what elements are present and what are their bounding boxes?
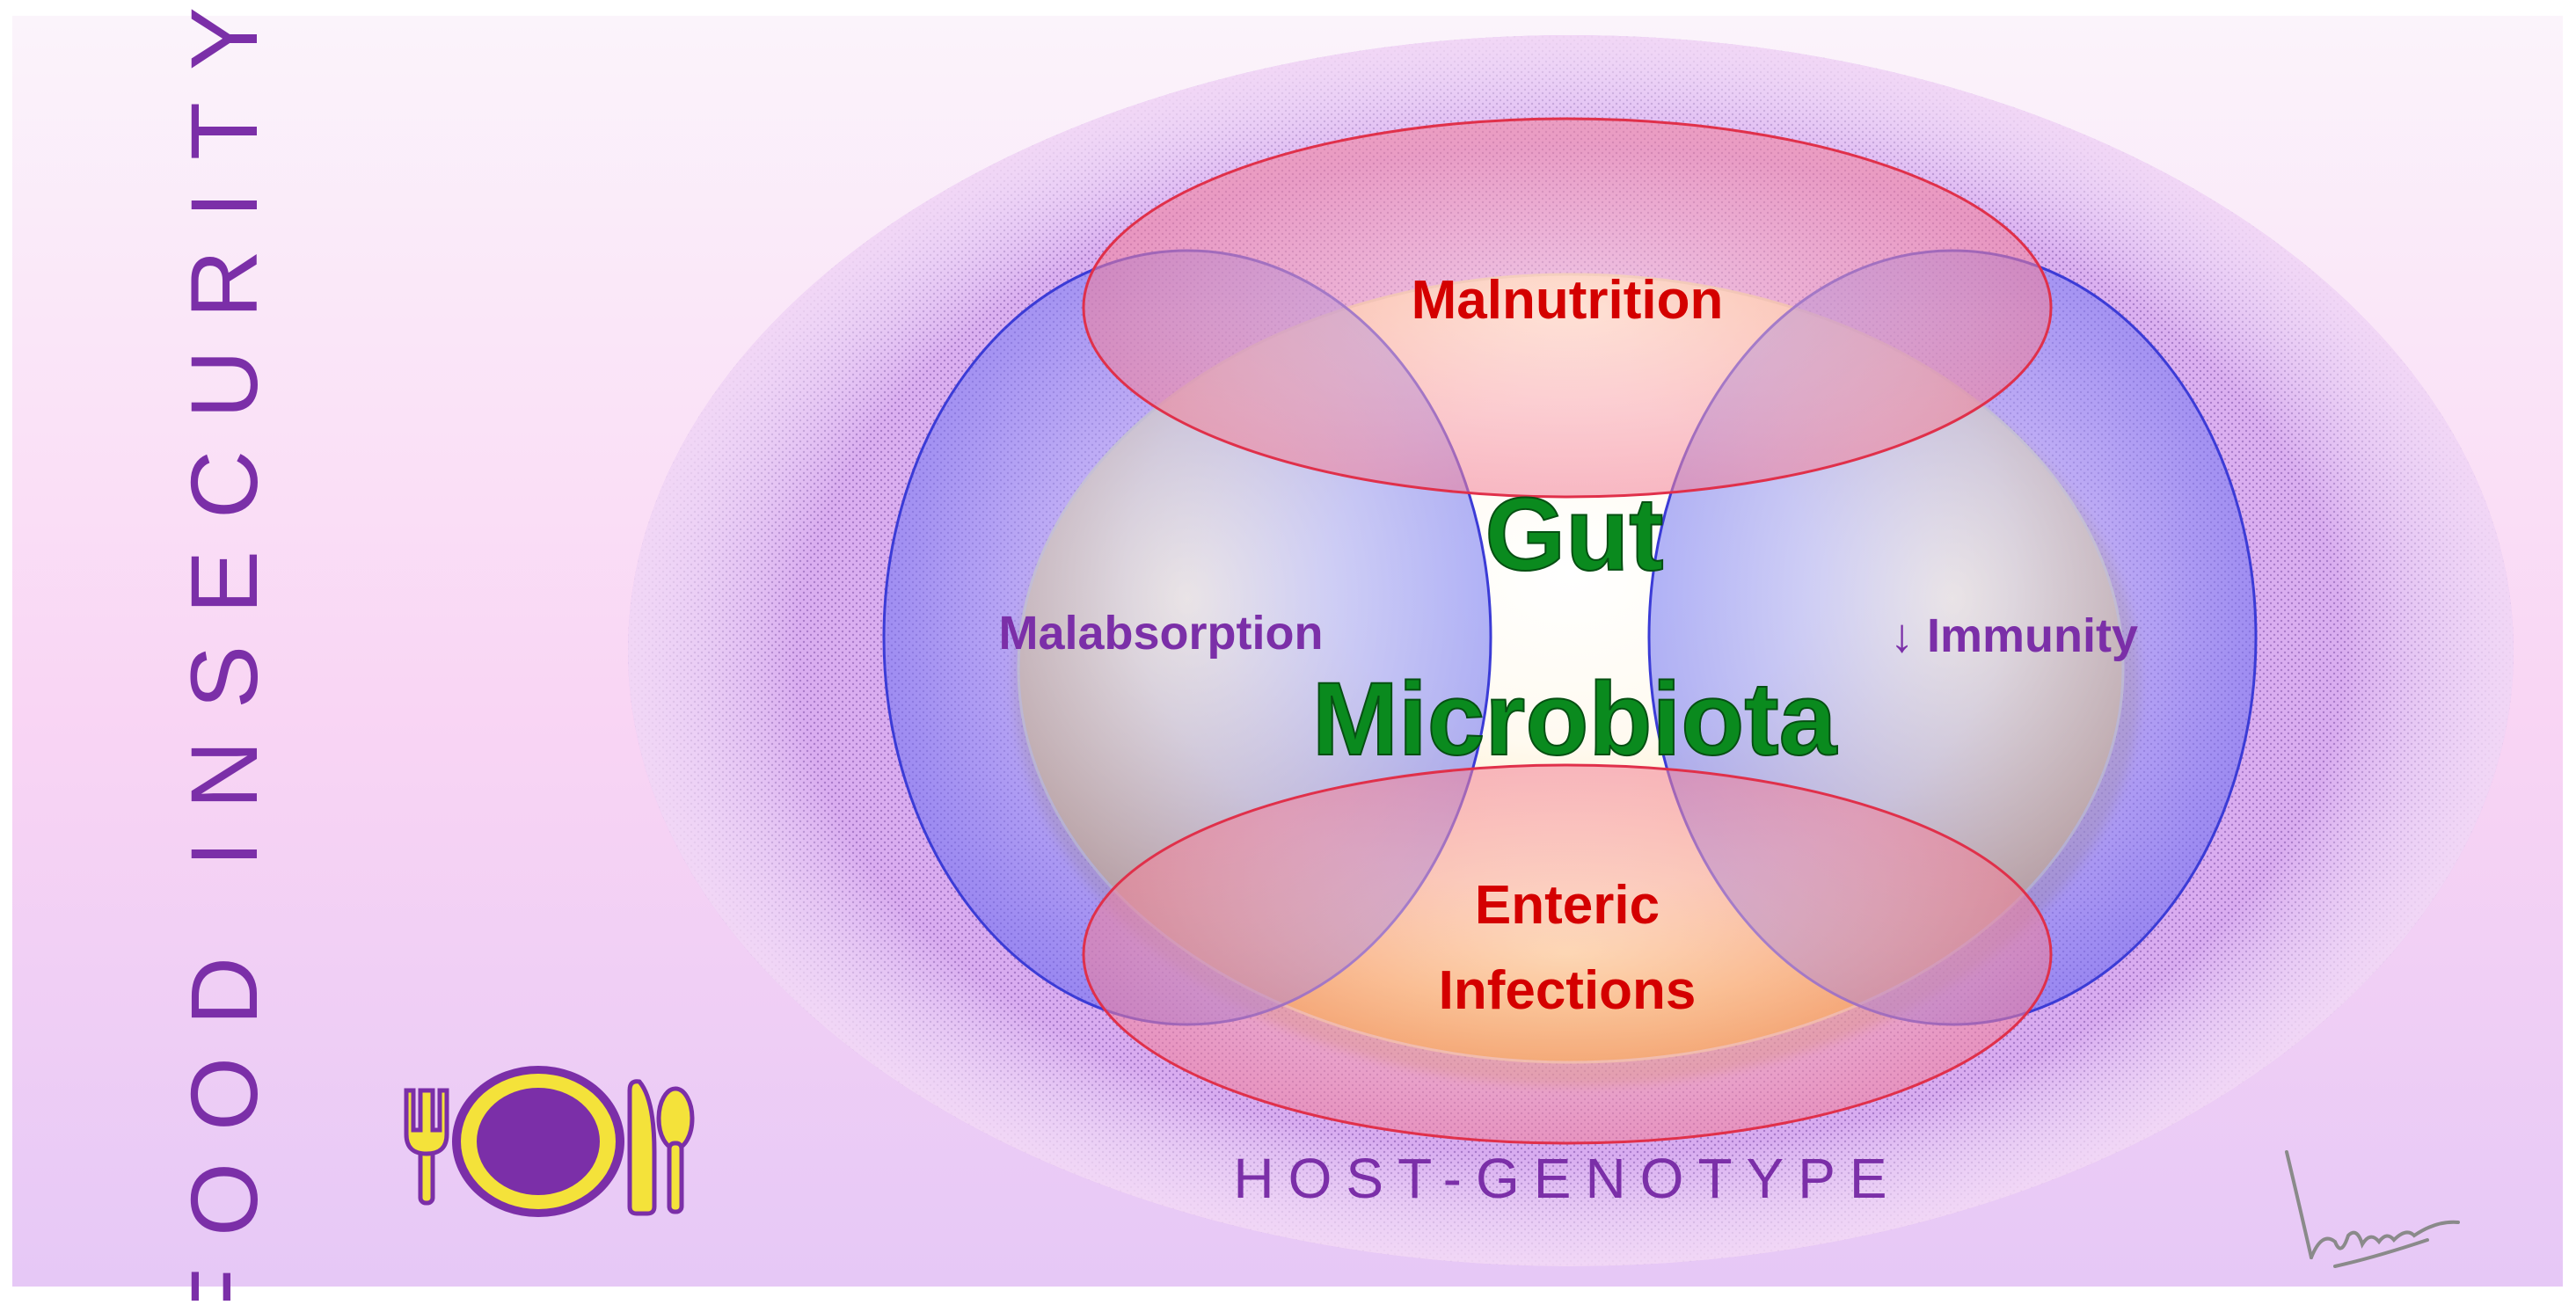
- malabsorption-label: Malabsorption: [998, 607, 1323, 660]
- center-label-microbiota: Microbiota: [1312, 661, 1838, 777]
- food-insecurity-title: FOOD INSECURITY: [171, 0, 277, 1301]
- enteric-label: Enteric: [1475, 875, 1660, 936]
- immunity-label: ↓ Immunity: [1890, 609, 2138, 662]
- enteric-infections-ellipse: [1082, 763, 2053, 1145]
- fork-icon: [404, 1088, 449, 1206]
- malnutrition-ellipse: [1082, 117, 2053, 499]
- plate-icon: [452, 1066, 624, 1217]
- malnutrition-label: Malnutrition: [1412, 270, 1724, 331]
- signature: [2285, 1150, 2460, 1268]
- host-genotype-label: HOST-GENOTYPE: [1233, 1147, 1901, 1210]
- knife-icon: [627, 1079, 657, 1216]
- infections-label: Infections: [1439, 960, 1697, 1021]
- spoon-icon: [656, 1086, 695, 1214]
- center-label-gut: Gut: [1485, 477, 1663, 593]
